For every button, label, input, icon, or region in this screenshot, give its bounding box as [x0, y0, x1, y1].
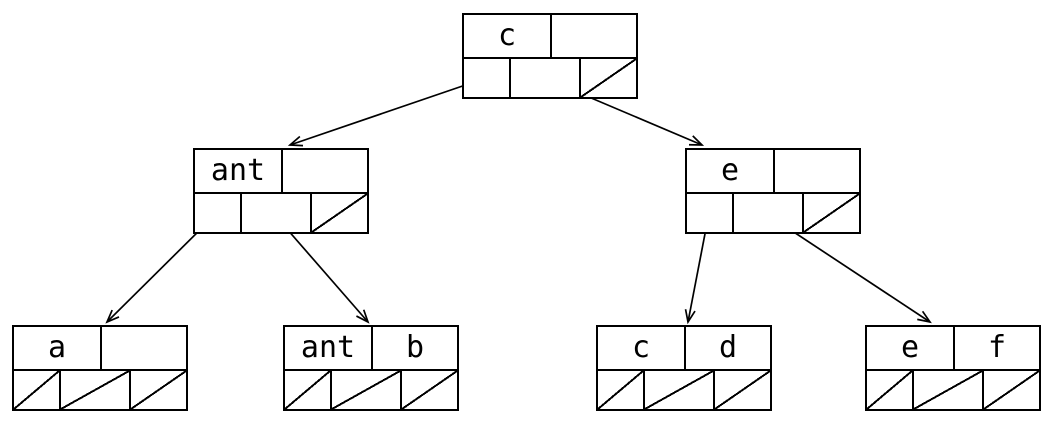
arrowhead-icon [917, 310, 932, 324]
null-pointer-cell-right [579, 59, 636, 97]
key-row: c [464, 15, 636, 59]
key-cell [773, 150, 859, 192]
tree-node-e: e [685, 148, 861, 234]
arrowhead-icon [684, 309, 696, 325]
key-row: ant [195, 150, 367, 194]
pointer-cell-middle [508, 59, 580, 97]
key-cell: b [371, 327, 457, 369]
arrowhead-icon [287, 135, 304, 147]
null-pointer-cell-left [285, 371, 330, 409]
null-pointer-cell-middle [58, 371, 130, 409]
null-pointer-cell-left [867, 371, 912, 409]
key-cell: a [47, 330, 67, 365]
key-cell [550, 15, 636, 57]
key-row: ant b [285, 327, 457, 371]
tree-leaf-e-f: e f [865, 325, 1041, 411]
pointer-row [14, 371, 186, 409]
key-cell [281, 150, 367, 192]
key-row: e [687, 150, 859, 194]
key-cell: d [684, 327, 770, 369]
arrowhead-icon [688, 135, 705, 146]
key-cell: e [720, 153, 740, 188]
key-cell: c [631, 330, 651, 365]
pointer-cell-middle [239, 194, 311, 232]
pointer-row [195, 194, 367, 232]
pointer-cell-left [464, 59, 509, 97]
null-pointer-cell-middle [642, 371, 714, 409]
null-pointer-cell-middle [911, 371, 983, 409]
key-row: c d [598, 327, 770, 371]
pointer-row [687, 194, 859, 232]
null-pointer-cell-right [713, 371, 770, 409]
null-pointer-cell-right [982, 371, 1039, 409]
pointer-row [285, 371, 457, 409]
pointer-row [598, 371, 770, 409]
pointer-cell-middle [731, 194, 803, 232]
key-cell: ant [300, 330, 356, 365]
null-pointer-cell-right [802, 194, 859, 232]
null-pointer-cell-right [310, 194, 367, 232]
null-pointer-cell-left [14, 371, 59, 409]
key-cell: e [900, 330, 920, 365]
tree-leaf-a: a [12, 325, 188, 411]
key-cell: c [497, 18, 517, 53]
key-cell: ant [210, 153, 266, 188]
key-cell: f [953, 327, 1039, 369]
pointer-row [464, 59, 636, 97]
null-pointer-cell-left [598, 371, 643, 409]
null-pointer-cell-middle [329, 371, 401, 409]
arrowhead-icon [356, 309, 370, 324]
tree-leaf-c-d: c d [596, 325, 772, 411]
null-pointer-cell-right [400, 371, 457, 409]
arrowhead-icon [105, 309, 120, 324]
tree-leaf-ant-b: ant b [283, 325, 459, 411]
edge-root-to-ant [289, 77, 487, 146]
pointer-cell-left [687, 194, 732, 232]
null-pointer-cell-right [129, 371, 186, 409]
pointer-row [867, 371, 1039, 409]
key-row: a [14, 327, 186, 371]
tree-node-ant: ant [193, 148, 369, 234]
key-cell [100, 327, 186, 369]
tree-node-root: c [462, 13, 638, 99]
key-row: e f [867, 327, 1039, 371]
pointer-cell-left [195, 194, 240, 232]
